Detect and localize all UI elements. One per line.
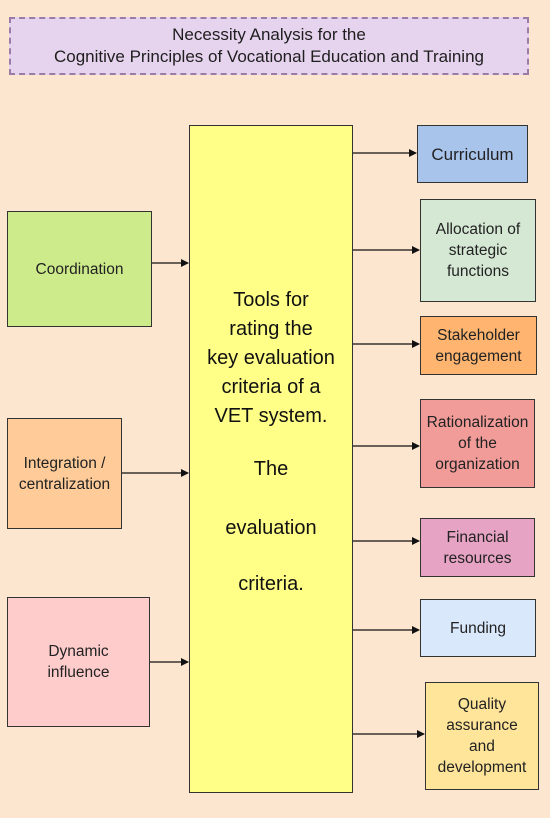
diagram-title: Necessity Analysis for the Cognitive Pri… — [9, 17, 529, 75]
output-curriculum-label: Curriculum — [431, 144, 514, 164]
central-line-5: VET system. — [214, 405, 328, 427]
central-word-evaluation: evaluation — [225, 517, 317, 539]
output-quality-label-3: and — [469, 738, 495, 755]
output-rationalization-label-1: Rationalization — [426, 414, 529, 431]
input-coordination: Coordination — [7, 211, 152, 327]
input-coordination-label: Coordination — [35, 260, 124, 278]
input-dynamic-label-1: Dynamic — [48, 643, 109, 660]
central-line-1: Tools for — [233, 289, 309, 311]
input-integration-centralization: Integration / centralization — [7, 418, 122, 529]
output-rationalization-of-the-organization: Rationalization of the organization — [420, 399, 535, 488]
output-allocation-label-2: strategic — [448, 242, 508, 259]
title-line-2: Cognitive Principles of Vocational Educa… — [54, 47, 484, 66]
output-rationalization-label-3: organization — [435, 456, 520, 473]
output-funding: Funding — [420, 599, 536, 657]
output-quality-label-2: assurance — [446, 717, 518, 734]
output-allocation-label-3: functions — [446, 263, 510, 280]
central-word-the: The — [253, 458, 289, 480]
output-quality-label-1: Quality — [457, 696, 507, 713]
input-dynamic-label-2: influence — [47, 664, 110, 681]
output-stakeholder-engagement: Stakeholder engagement — [420, 316, 537, 375]
output-stakeholder-label-1: Stakeholder — [437, 326, 520, 344]
input-dynamic-influence: Dynamic influence — [7, 597, 150, 727]
central-tools-box: Tools for rating the key evaluation crit… — [189, 125, 353, 793]
output-financial-resources: Financial resources — [420, 518, 535, 577]
input-integration-label-2: centralization — [18, 475, 111, 493]
output-stakeholder-label-2: engagement — [435, 347, 522, 365]
output-curriculum: Curriculum — [417, 125, 528, 183]
central-line-3: key evaluation — [207, 347, 335, 369]
title-line-1: Necessity Analysis for the — [172, 25, 366, 44]
central-tools-text: Tools for rating the key evaluation crit… — [190, 286, 352, 431]
output-allocation-of-strategic-functions: Allocation of strategic functions — [420, 199, 536, 302]
output-rationalization-label-2: of the — [458, 435, 497, 452]
output-financial-label-1: Financial — [446, 528, 509, 546]
central-line-4: criteria of a — [221, 376, 321, 398]
output-allocation-label-1: Allocation of — [435, 221, 521, 238]
output-financial-label-2: resources — [443, 549, 512, 567]
output-quality-label-4: development — [437, 759, 527, 776]
central-word-criteria: criteria. — [238, 573, 304, 595]
input-integration-label-1: Integration / — [23, 454, 106, 472]
central-line-2: rating the — [229, 318, 313, 340]
output-quality-assurance-and-development: Quality assurance and development — [425, 682, 539, 790]
output-funding-label: Funding — [449, 619, 506, 637]
